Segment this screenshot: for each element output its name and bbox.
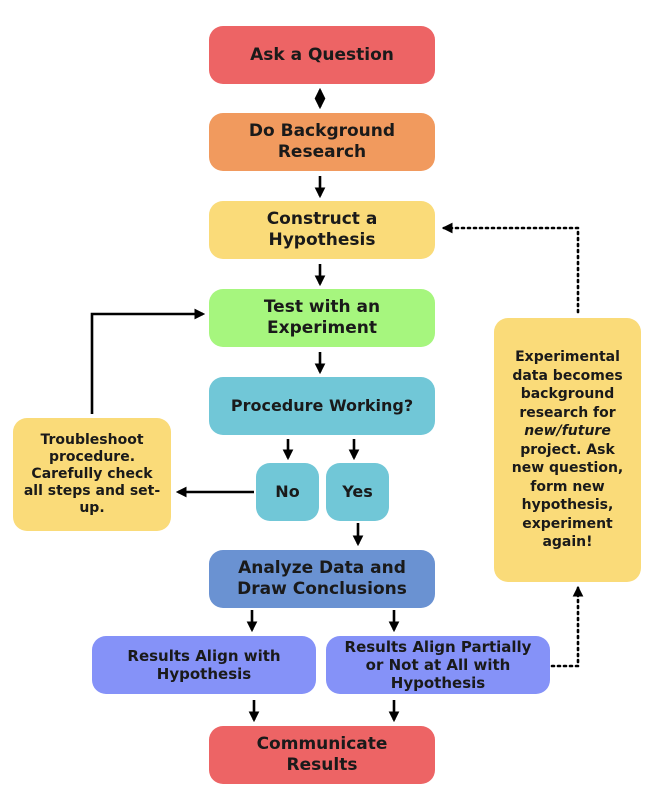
background-research-box: Do Background Research <box>209 113 435 171</box>
procedure-working-box: Procedure Working? <box>209 377 435 435</box>
no-label: No <box>275 482 300 502</box>
experiment-box: Test with an Experiment <box>209 289 435 347</box>
experimental-data-box: Experimental data becomes background res… <box>494 318 641 582</box>
background-research-label: Do Background Research <box>248 121 396 162</box>
procedure-working-label: Procedure Working? <box>230 396 414 416</box>
ask-question-label: Ask a Question <box>250 44 394 65</box>
results-partial-label: Results Align Partially or Not at All wi… <box>344 637 532 693</box>
hypothesis-label: Construct a Hypothesis <box>266 209 378 250</box>
troubleshoot-label: Troubleshoot procedure. Carefully check … <box>23 431 161 517</box>
experimental-data-text-before: Experimental data becomes background res… <box>512 349 623 421</box>
ask-question-box: Ask a Question <box>209 26 435 84</box>
results-align-box: Results Align with Hypothesis <box>92 636 316 694</box>
results-partial-box: Results Align Partially or Not at All wi… <box>326 636 550 694</box>
hypothesis-box: Construct a Hypothesis <box>209 201 435 259</box>
analyze-box: Analyze Data and Draw Conclusions <box>209 550 435 608</box>
experiment-label: Test with an Experiment <box>263 297 381 338</box>
experimental-data-emphasis: new/future <box>524 423 611 440</box>
experimental-data-label: Experimental data becomes background res… <box>508 348 627 551</box>
arrow-feedback-hypothesis <box>441 222 580 314</box>
arrow-troubleshoot-experiment <box>90 308 206 414</box>
troubleshoot-box: Troubleshoot procedure. Carefully check … <box>13 418 171 531</box>
arrow-partial-feedback <box>550 585 584 668</box>
results-align-label: Results Align with Hypothesis <box>127 646 281 683</box>
no-box: No <box>256 463 319 521</box>
communicate-box: Communicate Results <box>209 726 435 784</box>
analyze-label: Analyze Data and Draw Conclusions <box>237 558 407 599</box>
yes-label: Yes <box>342 482 373 502</box>
experimental-data-text-after: project. Ask new question, form new hypo… <box>511 441 624 551</box>
yes-box: Yes <box>326 463 389 521</box>
communicate-label: Communicate Results <box>256 734 388 775</box>
